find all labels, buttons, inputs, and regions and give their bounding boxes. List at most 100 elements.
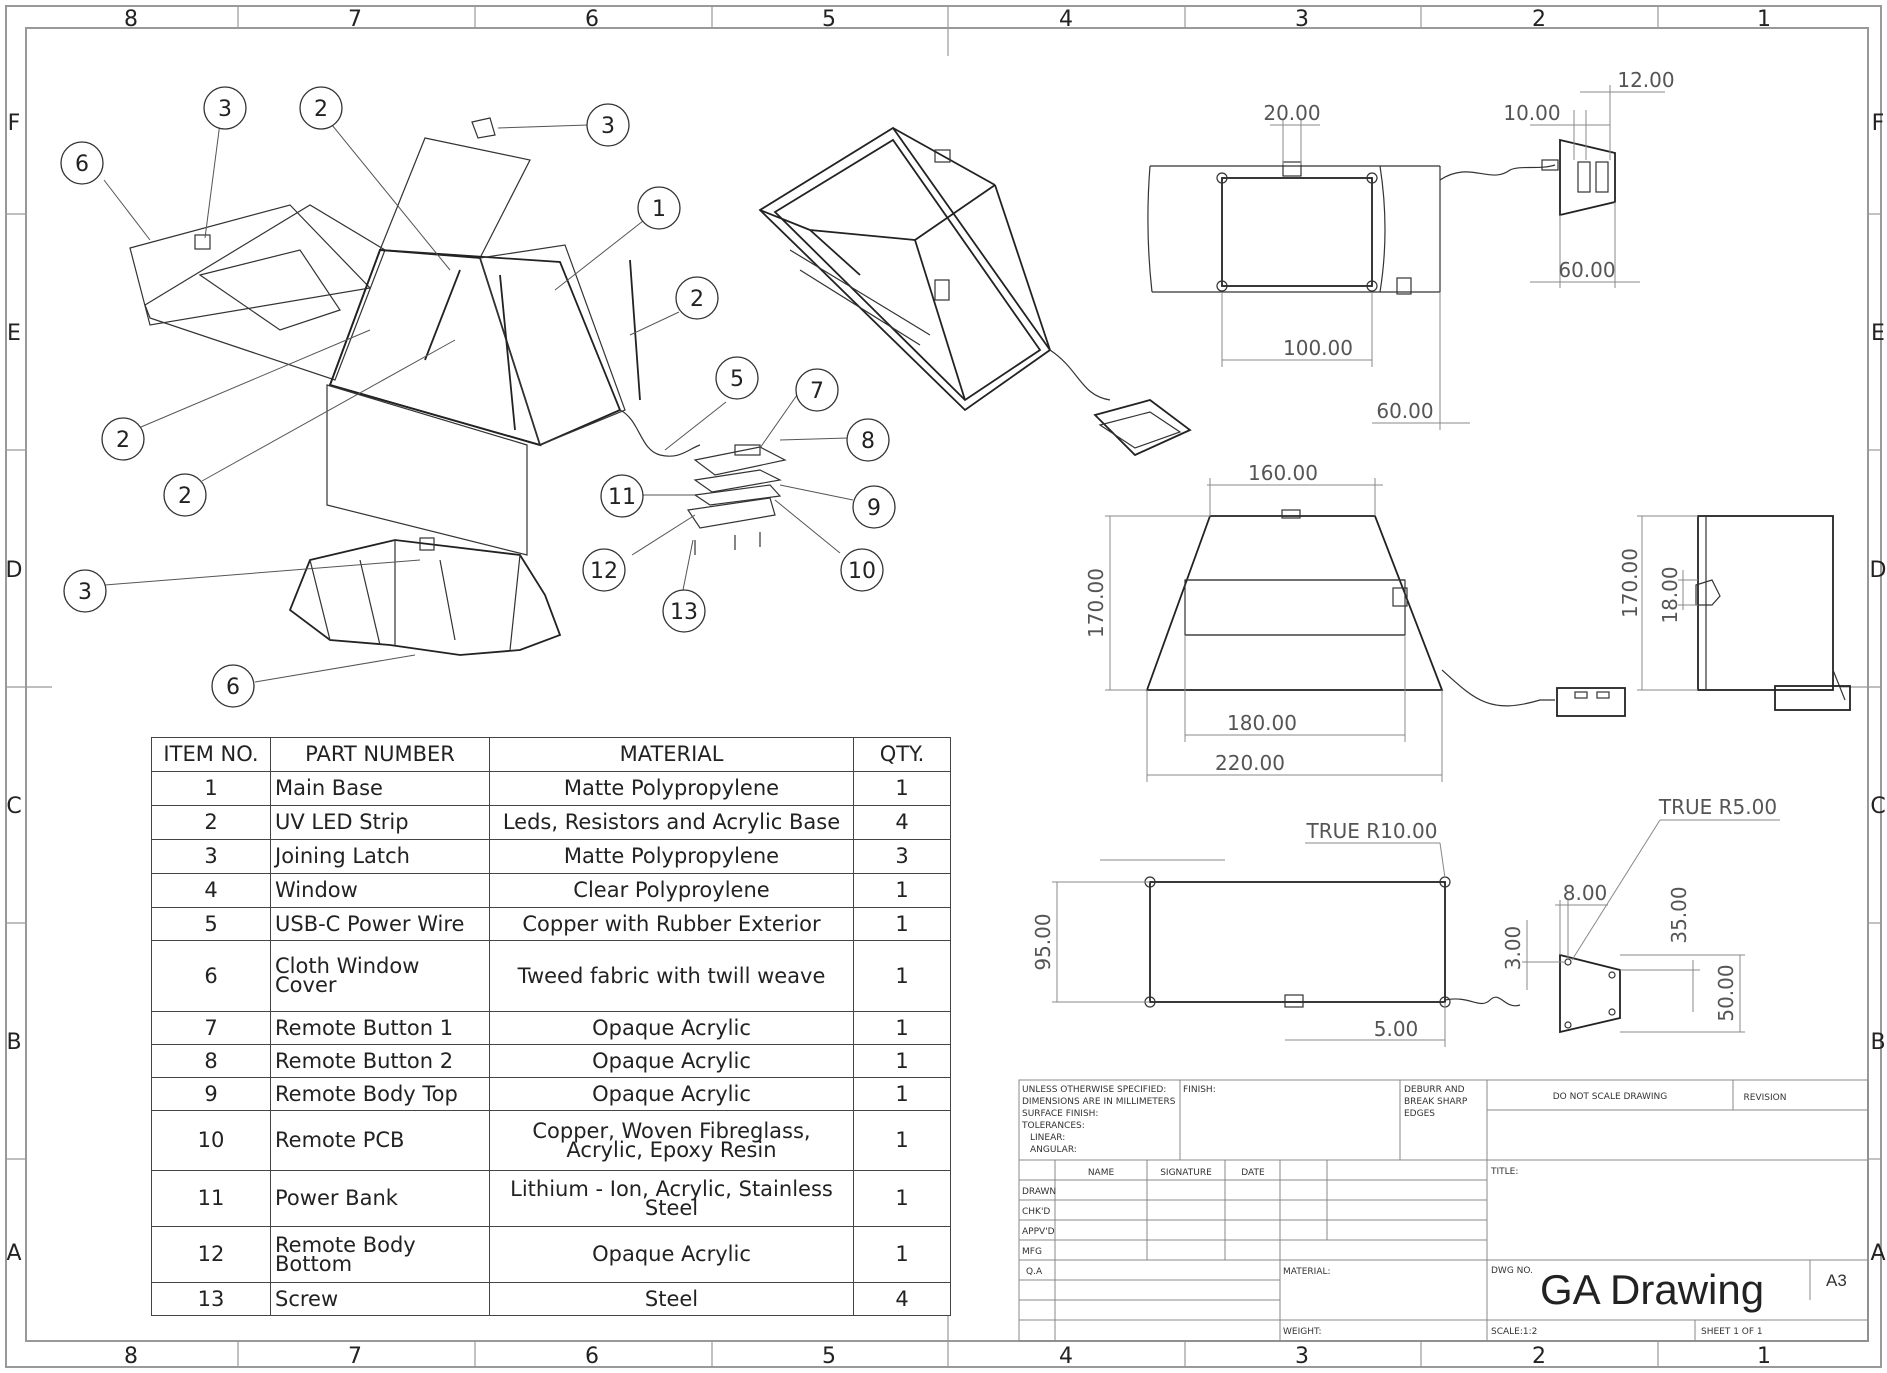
bom-part: Remote Body Bottom <box>270 1226 490 1283</box>
dim-160: 160.00 <box>1248 461 1318 485</box>
zone-labels: 8 7 6 5 4 3 2 1 8 7 6 5 4 3 2 1 F E D C … <box>6 7 1887 1369</box>
dim-50: 50.00 <box>1714 964 1738 1021</box>
tb-col-name: NAME <box>1088 1168 1115 1178</box>
side-view: 170.00 18.00 <box>1618 515 1851 711</box>
isometric-view <box>758 126 1192 457</box>
tb-row-appvd: APPV'D <box>1022 1227 1055 1237</box>
balloon-6: 6 <box>75 152 89 177</box>
sheet-inner-border <box>25 27 1869 1342</box>
bom-qty: 1 <box>853 907 951 941</box>
zone-col-bottom: 7 <box>348 1344 362 1369</box>
tb-deburr-2: BREAK SHARP <box>1404 1097 1468 1107</box>
balloon-7: 7 <box>810 379 824 404</box>
zone-row-left: C <box>6 794 21 819</box>
title-block <box>1018 1079 1869 1342</box>
bom-item: 12 <box>151 1226 271 1283</box>
dim-170-front: 170.00 <box>1084 568 1108 638</box>
balloon-3: 3 <box>218 97 232 122</box>
tb-col-signature: SIGNATURE <box>1160 1168 1212 1178</box>
zone-row-right: E <box>1871 321 1885 346</box>
balloon-1: 1 <box>652 197 666 222</box>
tb-row-mfg: MFG <box>1022 1247 1042 1257</box>
balloon-6: 6 <box>226 675 240 700</box>
dim-12: 12.00 <box>1617 68 1674 92</box>
dim-3: 3.00 <box>1501 926 1525 971</box>
dim-60: 60.00 <box>1558 258 1615 282</box>
bom-qty: 1 <box>853 1226 951 1283</box>
dim-60b: 60.00 <box>1376 399 1433 423</box>
tb-row-drawn: DRAWN <box>1022 1187 1056 1197</box>
bom-qty: 1 <box>853 1011 951 1045</box>
tb-col-date: DATE <box>1241 1168 1265 1178</box>
tb-material-label: MATERIAL: <box>1283 1267 1331 1277</box>
zone-col-bottom: 4 <box>1059 1344 1073 1369</box>
exploded-view: 6 3 2 3 1 2 2 2 3 6 5 7 8 11 9 10 12 13 <box>60 86 896 708</box>
bom-part: Remote Body Top <box>270 1077 490 1111</box>
zone-row-left: E <box>7 321 21 346</box>
dim-95: 95.00 <box>1031 913 1055 970</box>
bom-part: UV LED Strip <box>270 805 490 840</box>
bom-header-part: PART NUMBER <box>270 737 490 772</box>
bom-part: Power Bank <box>270 1170 490 1227</box>
bom-item: 5 <box>151 907 271 941</box>
dim-170-side: 170.00 <box>1618 548 1642 618</box>
tb-note-4: TOLERANCES: <box>1021 1121 1085 1131</box>
tb-revision: REVISION <box>1744 1093 1787 1103</box>
bom-material: Matte Polypropylene <box>489 771 854 806</box>
bom-material: Steel <box>489 1282 854 1316</box>
balloon-8: 8 <box>861 429 875 454</box>
bom-qty: 1 <box>853 1044 951 1078</box>
zone-row-right: D <box>1870 558 1887 583</box>
tb-sheet: SHEET 1 OF 1 <box>1701 1327 1763 1337</box>
bom-item: 8 <box>151 1044 271 1078</box>
bom-item: 9 <box>151 1077 271 1111</box>
balloon-2: 2 <box>116 428 130 453</box>
zone-row-left: D <box>6 558 23 583</box>
zone-row-left: B <box>6 1030 21 1055</box>
tb-title-label: TITLE: <box>1490 1167 1518 1177</box>
sheet-size: A3 <box>1826 1271 1847 1290</box>
zone-col-top: 7 <box>348 7 362 32</box>
zone-col-bottom: 3 <box>1295 1344 1309 1369</box>
balloon-2: 2 <box>690 287 704 312</box>
zone-col-bottom: 2 <box>1532 1344 1546 1369</box>
bom-header-qty: QTY. <box>853 737 951 772</box>
bom-qty: 1 <box>853 771 951 806</box>
zone-col-top: 2 <box>1532 7 1546 32</box>
balloon-3: 3 <box>78 580 92 605</box>
bom-header-material: MATERIAL <box>489 737 854 772</box>
bom-item: 10 <box>151 1110 271 1171</box>
tb-row-qa: Q.A <box>1026 1267 1043 1277</box>
drawing-title: GA Drawing <box>1540 1266 1765 1313</box>
dim-true-r5: TRUE R5.00 <box>1658 795 1777 819</box>
tb-note-5: LINEAR: <box>1030 1133 1065 1143</box>
tb-finish: FINISH: <box>1183 1085 1216 1095</box>
front-view: 160.00 170.00 180.00 220.00 <box>1084 461 1626 782</box>
balloon-2: 2 <box>314 97 328 122</box>
zone-col-top: 6 <box>585 7 599 32</box>
bottom-view: TRUE R10.00 TRUE R5.00 95.00 8.00 3.00 3… <box>1031 795 1780 1047</box>
bom-part: Main Base <box>270 771 490 806</box>
bom-material: Matte Polypropylene <box>489 839 854 874</box>
bom-qty: 1 <box>853 1077 951 1111</box>
tb-note-6: ANGULAR: <box>1030 1145 1077 1155</box>
bom-part: Cloth Window Cover <box>270 940 490 1012</box>
dim-true-r10: TRUE R10.00 <box>1306 819 1438 843</box>
bom-material: Opaque Acrylic <box>489 1226 854 1283</box>
zone-col-bottom: 1 <box>1757 1344 1771 1369</box>
dim-100: 100.00 <box>1283 336 1353 360</box>
zone-col-bottom: 8 <box>124 1344 138 1369</box>
bom-material: Copper, Woven Fibreglass, Acrylic, Epoxy… <box>489 1110 854 1171</box>
balloon-12: 12 <box>590 559 618 584</box>
bom-item: 2 <box>151 805 271 840</box>
bom-item: 6 <box>151 940 271 1012</box>
bom-item: 13 <box>151 1282 271 1316</box>
bom-part: Remote Button 2 <box>270 1044 490 1078</box>
tb-deburr-3: EDGES <box>1404 1109 1435 1119</box>
tb-row-chkd: CHK'D <box>1022 1207 1050 1217</box>
